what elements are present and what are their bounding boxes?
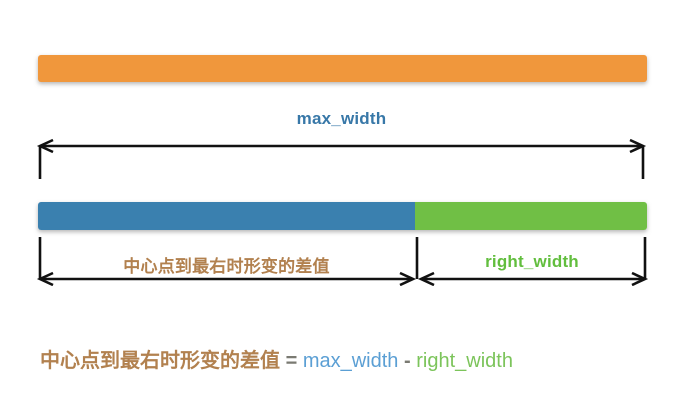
formula: 中心点到最右时形变的差值 = max_width - right_width (40, 344, 513, 373)
max-width-label: max_width (296, 109, 387, 128)
right-width-bar (415, 202, 647, 230)
formula-equals-sign: = (285, 350, 298, 372)
formula-term-max-width: max_width (302, 350, 399, 372)
max-width-dimension-arrow (36, 138, 647, 179)
split-bar (38, 202, 647, 230)
formula-term-right-width: right_width (416, 350, 513, 372)
max-width-bar (38, 55, 647, 82)
lower-dimension-arrows (36, 237, 649, 286)
formula-term-center: 中心点到最右时形变的差值 (40, 350, 280, 372)
center-diff-label: 中心点到最右时形变的差值 (123, 257, 330, 276)
right-width-label: right_width (485, 252, 579, 271)
formula-minus-sign: - (403, 350, 411, 372)
center-diff-bar (38, 202, 415, 230)
